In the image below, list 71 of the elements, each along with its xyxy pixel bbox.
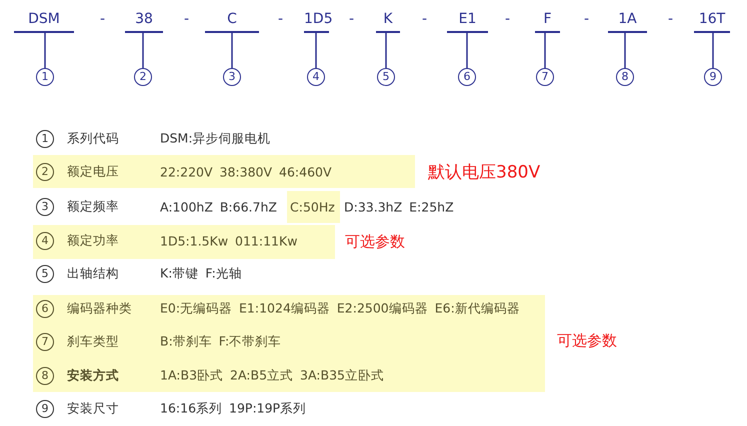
- parameter-name: 编码器种类: [67, 300, 132, 318]
- parameter-name: 安装方式: [67, 368, 119, 384]
- parameter-name: 刹车类型: [67, 334, 119, 350]
- circled-number: 1: [36, 68, 54, 86]
- parameter-name: 额定功率: [67, 232, 119, 250]
- note-text: 默认电压380V: [428, 162, 540, 184]
- parameter-name: 安装尺寸: [67, 400, 119, 418]
- circled-number: 8: [36, 367, 54, 385]
- code-segment: F: [535, 11, 560, 33]
- connector-line: [466, 31, 468, 68]
- circled-number: 6: [36, 300, 54, 318]
- circled-number: 9: [704, 68, 722, 86]
- parameter-name: 系列代码: [67, 130, 119, 148]
- option-text: 1D5:1.5Kw 011:11Kw: [160, 234, 298, 248]
- code-segment: C: [205, 11, 259, 33]
- circled-number: 2: [36, 163, 54, 181]
- option-text: K:带键 F:光轴: [160, 266, 242, 282]
- connector-line: [385, 31, 387, 68]
- separator-dash: -: [100, 11, 106, 27]
- option-text: 1A:B3卧式 2A:B5立式 3A:B35立卧式: [160, 368, 384, 384]
- circled-number: 6: [458, 68, 476, 86]
- circled-number: 4: [36, 232, 54, 250]
- note-text: 可选参数: [557, 332, 617, 350]
- separator-dash: -: [349, 11, 354, 27]
- connector-line: [315, 31, 317, 68]
- code-segment: E1: [447, 11, 488, 33]
- circled-number: 5: [36, 265, 54, 283]
- option-text: DSM:异步伺服电机: [160, 130, 271, 148]
- highlight-band: [287, 191, 340, 223]
- code-segment: DSM: [14, 11, 74, 33]
- highlight-band: [33, 225, 335, 259]
- option-text: 22:220V 38:380V 46:460V: [160, 164, 332, 180]
- highlight-band: [33, 295, 545, 392]
- connector-line: [231, 31, 233, 68]
- code-segment: K: [376, 11, 400, 33]
- circled-number: 2: [134, 68, 152, 86]
- separator-dash: -: [422, 11, 428, 27]
- option-text: E0:无编码器 E1:1024编码器 E2:2500编码器 E6:新代编码器: [160, 300, 520, 318]
- code-segment: 1A: [608, 11, 647, 33]
- option-text: 16:16系列 19P:19P系列: [160, 400, 306, 418]
- parameter-name: 额定电压: [67, 164, 119, 180]
- circled-number: 9: [36, 400, 54, 418]
- parameter-name: 出轴结构: [67, 266, 119, 282]
- circled-number: 7: [36, 333, 54, 351]
- code-segment: 1D5: [304, 11, 329, 33]
- connector-line: [712, 31, 714, 68]
- circled-number: 8: [616, 68, 634, 86]
- separator-dash: -: [184, 11, 190, 27]
- circled-number: 5: [377, 68, 395, 86]
- connector-line: [624, 31, 626, 68]
- separator-dash: -: [278, 11, 284, 27]
- circled-number: 1: [36, 130, 54, 148]
- highlight-band: [33, 155, 415, 188]
- code-segment: 16T: [694, 11, 730, 33]
- separator-dash: -: [668, 11, 674, 27]
- option-text: C:50Hz: [290, 200, 335, 214]
- circled-number: 7: [536, 68, 554, 86]
- connector-line: [142, 31, 144, 68]
- code-segment: 38: [125, 11, 163, 33]
- note-text: 可选参数: [345, 232, 405, 252]
- circled-number: 3: [223, 68, 241, 86]
- parameter-name: 额定频率: [67, 198, 119, 216]
- separator-dash: -: [505, 11, 510, 27]
- separator-dash: -: [584, 11, 590, 27]
- connector-line: [44, 31, 46, 68]
- option-text: B:带刹车 F:不带刹车: [160, 334, 282, 350]
- circled-number: 4: [307, 68, 325, 86]
- connector-line: [544, 31, 546, 68]
- circled-number: 3: [36, 198, 54, 216]
- option-text: A:100hZ B:66.7hZ: [160, 200, 277, 214]
- option-text: D:33.3hZ E:25hZ: [344, 200, 454, 214]
